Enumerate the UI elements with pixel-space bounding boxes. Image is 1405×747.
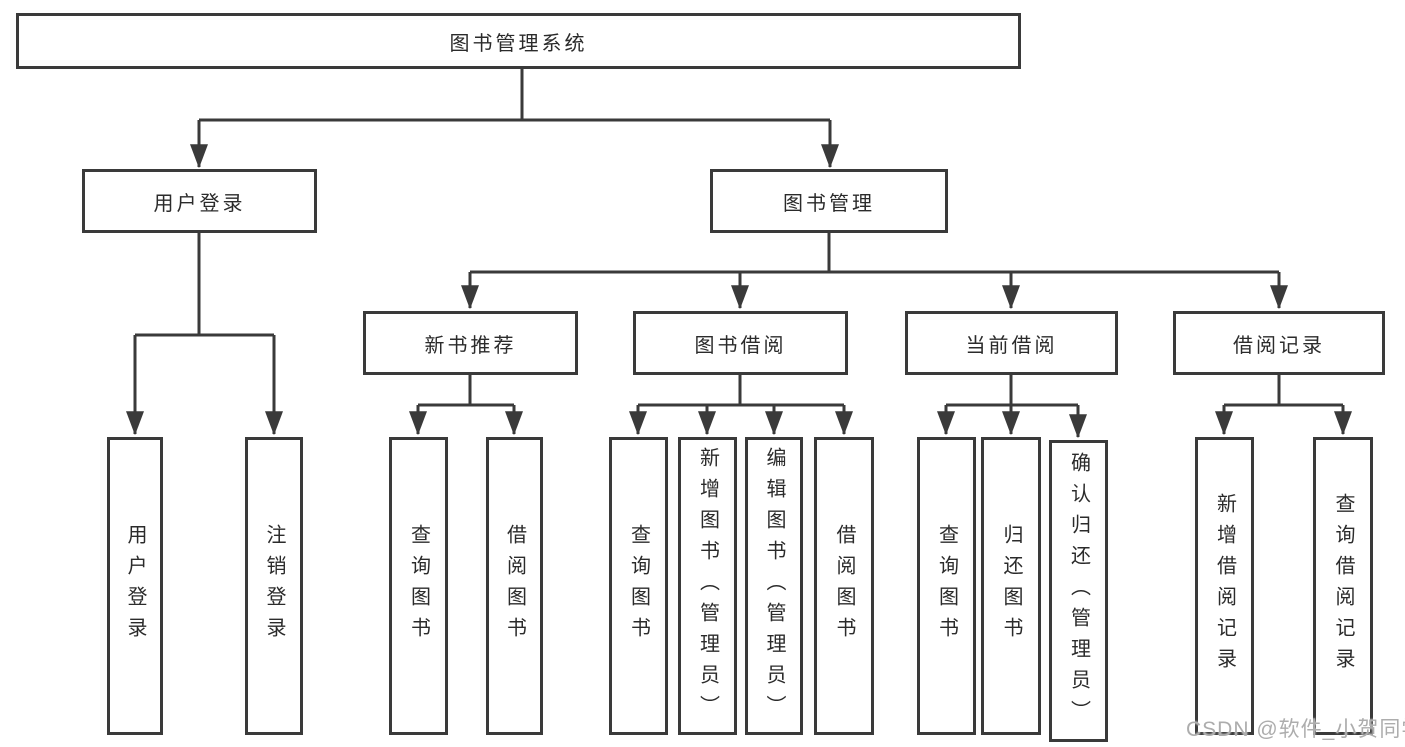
node-user-login: 用户登录 [82, 169, 317, 233]
node-newrec-query-books: 查询图书 [389, 437, 448, 735]
node-label: 注销登录 [263, 524, 285, 648]
node-records-add-record: 新增借阅记录 [1195, 437, 1254, 735]
node-label: 图书管理 [783, 192, 875, 215]
node-newrec-borrow-books: 借阅图书 [486, 437, 543, 735]
node-label: 查询图书 [627, 524, 650, 648]
node-label: 确认归还（管理员） [1067, 451, 1090, 731]
node-label: 归还图书 [1000, 524, 1022, 648]
node-label: 借阅图书 [833, 524, 855, 648]
node-label: 新书推荐 [424, 334, 517, 357]
node-label: 查询图书 [935, 524, 958, 648]
node-label: 用户登录 [153, 192, 246, 215]
node-current-query-books: 查询图书 [917, 437, 976, 735]
node-user-login-leaf: 用户登录 [107, 437, 163, 735]
node-label: 当前借阅 [965, 334, 1058, 357]
node-label: 新增借阅记录 [1213, 493, 1236, 679]
node-current-return-books: 归还图书 [981, 437, 1041, 735]
node-label: 编辑图书（管理员） [763, 446, 785, 726]
node-label: 借阅图书 [503, 524, 526, 648]
csdn-watermark: CSDN @软件_小贺同学 [1186, 718, 1405, 741]
node-label: 图书借阅 [694, 334, 787, 357]
node-label: 借阅记录 [1233, 334, 1325, 357]
node-label: 图书管理系统 [449, 32, 588, 55]
node-borrowing-edit-books-admin: 编辑图书（管理员） [745, 437, 803, 735]
node-new-book-recommend: 新书推荐 [363, 311, 578, 375]
node-borrowing-query-books: 查询图书 [609, 437, 668, 735]
node-logout-leaf: 注销登录 [245, 437, 303, 735]
node-records-query-record: 查询借阅记录 [1313, 437, 1373, 735]
node-label: 查询图书 [407, 524, 430, 648]
node-label: 用户登录 [124, 524, 146, 648]
node-current-borrowing: 当前借阅 [905, 311, 1118, 375]
node-book-management: 图书管理 [710, 169, 948, 233]
node-label: 查询借阅记录 [1332, 493, 1354, 679]
node-root-library-system: 图书管理系统 [16, 13, 1021, 69]
node-borrow-records: 借阅记录 [1173, 311, 1385, 375]
node-borrowing-borrow-books: 借阅图书 [814, 437, 874, 735]
node-label: 新增图书（管理员） [696, 446, 719, 726]
node-book-borrowing: 图书借阅 [633, 311, 848, 375]
node-current-confirm-return-admin: 确认归还（管理员） [1049, 440, 1108, 742]
node-borrowing-add-books-admin: 新增图书（管理员） [678, 437, 737, 735]
